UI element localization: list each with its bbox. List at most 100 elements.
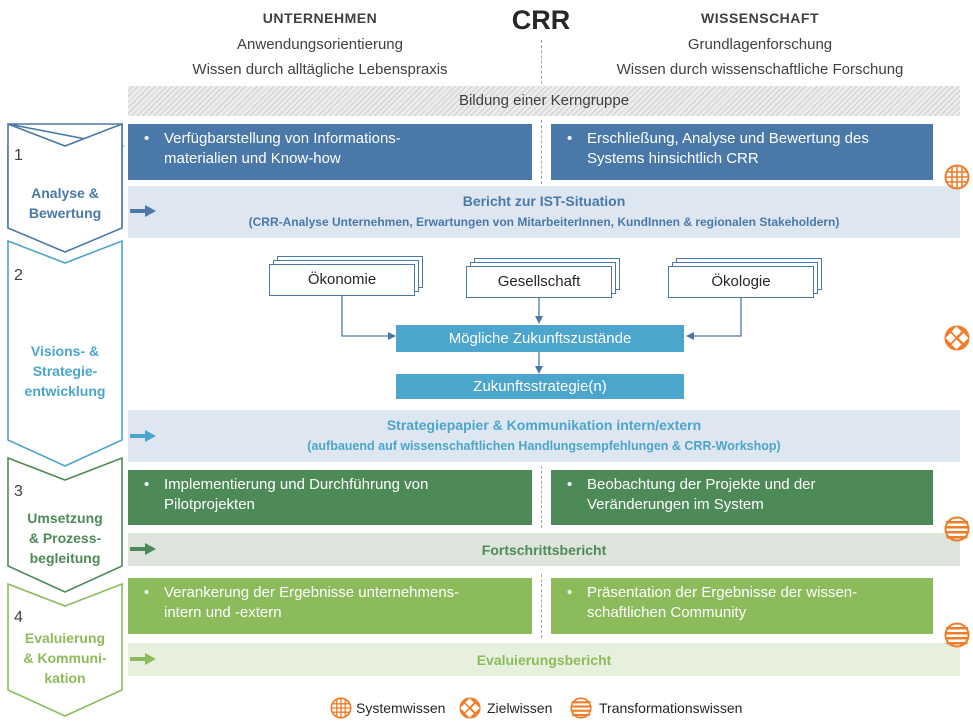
- bullet: •: [567, 130, 573, 147]
- connector-futures-strategy-head: [535, 366, 543, 374]
- phase-3-name-line-3: begleitung: [29, 550, 101, 566]
- phase-3-band-title: Fortschrittsbericht: [481, 542, 607, 558]
- phase-2-band-subtitle: (aufbauend auf wissenschaftlichen Handlu…: [307, 439, 781, 453]
- phase-1-right-box: • Erschließung, Analyse und Bewertung de…: [551, 124, 933, 180]
- phase-1-report-subtitle: (CRR-Analyse Unternehmen, Erwartungen vo…: [248, 215, 840, 229]
- phase-2-arrow-icon: [130, 430, 156, 442]
- phase-4-left-line-2: intern und -extern: [164, 604, 282, 621]
- systemwissen-icon: [944, 164, 970, 190]
- phase-1-report-title: Bericht zur IST-Situation: [462, 193, 626, 209]
- phase-3-chevron-outline: [7, 456, 123, 593]
- phase-3-right-line-2: Veränderungen im System: [587, 496, 764, 513]
- phase-3-arrow-icon: [130, 543, 156, 555]
- dimension-oekologie: Ökologie: [668, 258, 828, 310]
- transformationswissen-icon: [944, 516, 970, 542]
- dimension-oekonomie-label: Ökonomie: [307, 271, 377, 288]
- phase-3-name: Umsetzung & Prozess- begleitung: [10, 508, 120, 568]
- connector-gesellschaft-head: [535, 316, 543, 324]
- phase-2-strategy-band: Strategiepapier & Kommunikation intern/e…: [128, 410, 960, 462]
- phase-1-left-line-2: materialien und Know-how: [164, 150, 341, 167]
- connector-oekologie-head: [686, 332, 694, 340]
- dimension-gesellschaft-label: Gesellschaft: [497, 273, 581, 290]
- unternehmen-subtitle-1: Anwendungsorientierung: [237, 36, 403, 53]
- phase-4-band-title: Evaluierungsbericht: [476, 652, 612, 668]
- phase-3-left-line-1: Implementierung und Durchführung von: [164, 476, 429, 493]
- sheet-front: [269, 264, 415, 296]
- wissenschaft-title: WISSENSCHAFT: [701, 10, 819, 26]
- phase-3-left-box: • Implementierung und Durchführung von P…: [128, 470, 532, 525]
- phase-4-name-line-3: kation: [44, 670, 86, 686]
- phase-4-name-line-1: Evaluierung: [24, 630, 106, 646]
- phase-4-right-line-2: schaftlichen Community: [587, 604, 747, 621]
- phase-4-left-box: • Verankerung der Ergebnisse unternehmen…: [128, 578, 532, 634]
- bullet: •: [567, 476, 573, 493]
- wissenschaft-subtitle-1: Grundlagenforschung: [687, 36, 833, 53]
- phase-1-right-line-2: Systems hinsichtlich CRR: [587, 150, 759, 167]
- phase-1-right-line-1: Erschließung, Analyse und Bewertung des: [587, 130, 869, 147]
- legend-zielwissen-label: Zielwissen: [487, 700, 553, 716]
- phase-1-name: Analyse & Bewertung: [10, 183, 120, 223]
- column-divider-phase-4: [541, 574, 542, 638]
- phase-1-left-line-1: Verfügbarstellung von Informations-: [164, 130, 401, 147]
- phase-2-name-line-1: Visions- &: [30, 343, 100, 359]
- phase-2-name-line-3: entwicklung: [24, 383, 106, 399]
- phase-2-number: 2: [14, 267, 23, 284]
- phase-3-left-line-2: Pilotprojekten: [164, 496, 255, 513]
- dimension-oekonomie: Ökonomie: [269, 256, 429, 308]
- phase-3-name-line-2: & Prozess-: [28, 530, 102, 546]
- legend-systemwissen-label: Systemwissen: [356, 700, 446, 716]
- sheet-front: [466, 266, 612, 298]
- bullet: •: [144, 584, 150, 601]
- phase-4-right-line-1: Präsentation der Ergebnisse der wissen-: [587, 584, 858, 601]
- strategy-box: Zukunftsstrategie(n): [396, 374, 684, 399]
- phase-1-name-line-2: Bewertung: [28, 205, 102, 221]
- phase-2-name: Visions- & Strategie- entwicklung: [10, 341, 120, 401]
- phase-1-arrow-icon: [130, 205, 156, 217]
- phase-4-evaluation-band: Evaluierungsbericht: [128, 643, 960, 676]
- phase-1-number: 1: [14, 147, 23, 164]
- phase-2-chevron-outline: [7, 239, 123, 467]
- phase-1-name-line-1: Analyse &: [31, 185, 99, 201]
- phase-3-right-box: • Beobachtung der Projekte und der Verän…: [551, 470, 933, 525]
- bullet: •: [567, 584, 573, 601]
- phase-3-right-line-1: Beobachtung der Projekte und der: [587, 476, 816, 493]
- legend-systemwissen-icon: [330, 697, 352, 719]
- wissenschaft-subtitle-2: Wissen durch wissenschaftliche Forschung: [616, 61, 904, 78]
- futures-box: Mögliche Zukunftszustände: [396, 325, 684, 352]
- phase-4-chevron-outline: [7, 582, 123, 717]
- phase-chevrons: [7, 122, 125, 717]
- bullet: •: [144, 130, 150, 147]
- phase-3-name-line-1: Umsetzung: [27, 510, 103, 526]
- unternehmen-title: UNTERNEHMEN: [262, 10, 378, 26]
- phase-1-report-band: Bericht zur IST-Situation (CRR-Analyse U…: [128, 186, 960, 238]
- phase-4-left-line-1: Verankerung der Ergebnisse unternehmens-: [164, 584, 460, 601]
- phase-4-name-line-2: & Kommuni-: [23, 650, 107, 666]
- transformationswissen-icon: [944, 622, 970, 648]
- phase-4-number: 4: [14, 609, 23, 626]
- phase-2-name-line-2: Strategie-: [32, 363, 98, 379]
- legend-transformationswissen-icon: [570, 697, 592, 719]
- phase-2-band-title: Strategiepapier & Kommunikation intern/e…: [386, 417, 702, 433]
- dimension-oekologie-label: Ökologie: [711, 273, 771, 290]
- column-divider-phase-1: [541, 120, 542, 184]
- legend-transformationswissen-label: Transformationswissen: [599, 700, 743, 716]
- connector-oekonomie-head: [388, 332, 396, 340]
- crr-title: CRR: [511, 5, 571, 35]
- phase-4-right-box: • Präsentation der Ergebnisse der wissen…: [551, 578, 933, 634]
- phase-4-name: Evaluierung & Kommuni- kation: [10, 628, 120, 688]
- bullet: •: [144, 476, 150, 493]
- phase-3-number: 3: [14, 483, 23, 500]
- column-divider-phase-3: [541, 466, 542, 528]
- phase-4-arrow-icon: [130, 653, 156, 665]
- column-divider-top: [541, 40, 542, 84]
- dimension-gesellschaft: Gesellschaft: [466, 258, 626, 310]
- kerngruppe-label: Bildung einer Kerngruppe: [458, 92, 630, 109]
- phase-1-chevron-outline: [7, 122, 123, 253]
- sheet-front: [668, 266, 814, 298]
- kerngruppe-band: [128, 86, 960, 116]
- legend-zielwissen-icon: [459, 697, 481, 719]
- zielwissen-icon: [944, 325, 970, 351]
- phase-1-left-box: • Verfügbarstellung von Informations- ma…: [128, 124, 532, 180]
- unternehmen-subtitle-2: Wissen durch alltägliche Lebenspraxis: [192, 61, 448, 78]
- phase-3-progress-band: Fortschrittsbericht: [128, 533, 960, 566]
